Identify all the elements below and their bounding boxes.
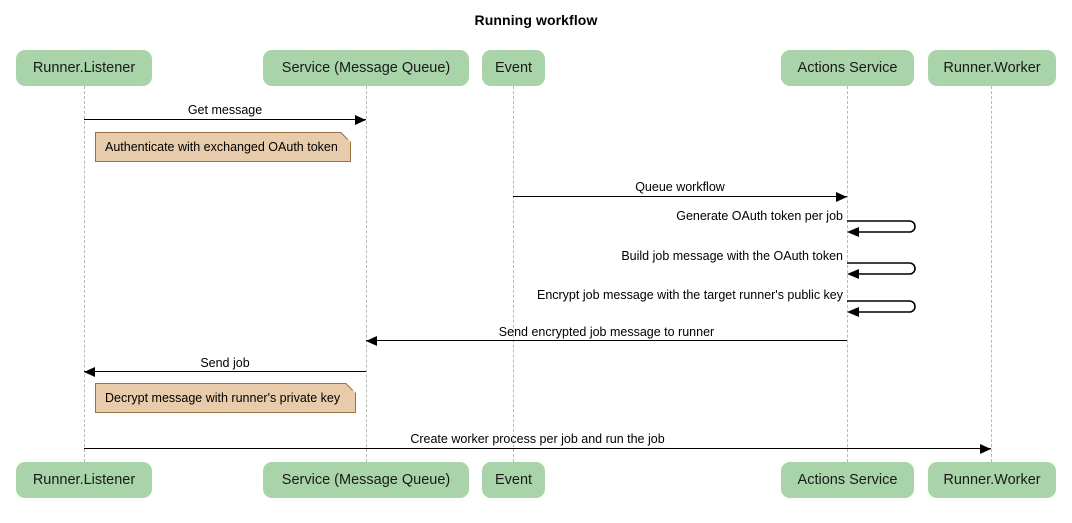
message-arrowhead-send-encrypted-job-message xyxy=(366,336,377,346)
self-message-encrypt-job-message xyxy=(847,295,919,320)
message-line-send-encrypted-job-message xyxy=(366,340,847,341)
note-decrypt-note: Decrypt message with runner's private ke… xyxy=(95,383,356,413)
participant-event-bottom[interactable]: Event xyxy=(482,462,545,498)
participant-service-mq-top[interactable]: Service (Message Queue) xyxy=(263,50,469,86)
message-line-send-job xyxy=(84,371,366,372)
diagram-title: Running workflow xyxy=(474,12,598,28)
self-message-build-job-message xyxy=(847,257,919,282)
message-arrowhead-send-job xyxy=(84,367,95,377)
participant-runner-listener-bottom[interactable]: Runner.Listener xyxy=(16,462,152,498)
message-line-create-worker-process xyxy=(84,448,991,449)
message-label-queue-workflow: Queue workflow xyxy=(635,180,725,194)
participant-service-mq-bottom[interactable]: Service (Message Queue) xyxy=(263,462,469,498)
self-message-generate-oauth-token xyxy=(847,215,919,240)
message-arrowhead-get-message xyxy=(355,115,366,125)
participant-actions-service-top[interactable]: Actions Service xyxy=(781,50,914,86)
lifeline-service-mq xyxy=(366,86,367,462)
self-message-label-build-job-message: Build job message with the OAuth token xyxy=(621,249,843,263)
participant-runner-worker-top[interactable]: Runner.Worker xyxy=(928,50,1056,86)
message-arrowhead-queue-workflow xyxy=(836,192,847,202)
message-label-get-message: Get message xyxy=(187,103,263,117)
note-fold-edge-icon xyxy=(337,132,351,146)
message-line-get-message xyxy=(84,119,366,120)
lifeline-event xyxy=(513,86,514,462)
self-message-label-generate-oauth-token: Generate OAuth token per job xyxy=(676,209,843,223)
message-label-send-job: Send job xyxy=(200,356,250,370)
participant-runner-worker-bottom[interactable]: Runner.Worker xyxy=(928,462,1056,498)
participant-runner-listener-top[interactable]: Runner.Listener xyxy=(16,50,152,86)
note-authenticate-note: Authenticate with exchanged OAuth token xyxy=(95,132,351,162)
note-text-authenticate-note: Authenticate with exchanged OAuth token xyxy=(105,140,338,154)
message-arrowhead-create-worker-process xyxy=(980,444,991,454)
message-line-queue-workflow xyxy=(513,196,847,197)
lifeline-runner-listener xyxy=(84,86,85,462)
message-label-send-encrypted-job-message: Send encrypted job message to runner xyxy=(498,325,715,339)
note-text-decrypt-note: Decrypt message with runner's private ke… xyxy=(105,391,341,405)
note-fold-edge-icon xyxy=(342,383,356,397)
lifeline-runner-worker xyxy=(991,86,992,462)
message-label-create-worker-process: Create worker process per job and run th… xyxy=(410,432,665,446)
participant-actions-service-bottom[interactable]: Actions Service xyxy=(781,462,914,498)
self-message-label-encrypt-job-message: Encrypt job message with the target runn… xyxy=(536,288,843,302)
participant-event-top[interactable]: Event xyxy=(482,50,545,86)
